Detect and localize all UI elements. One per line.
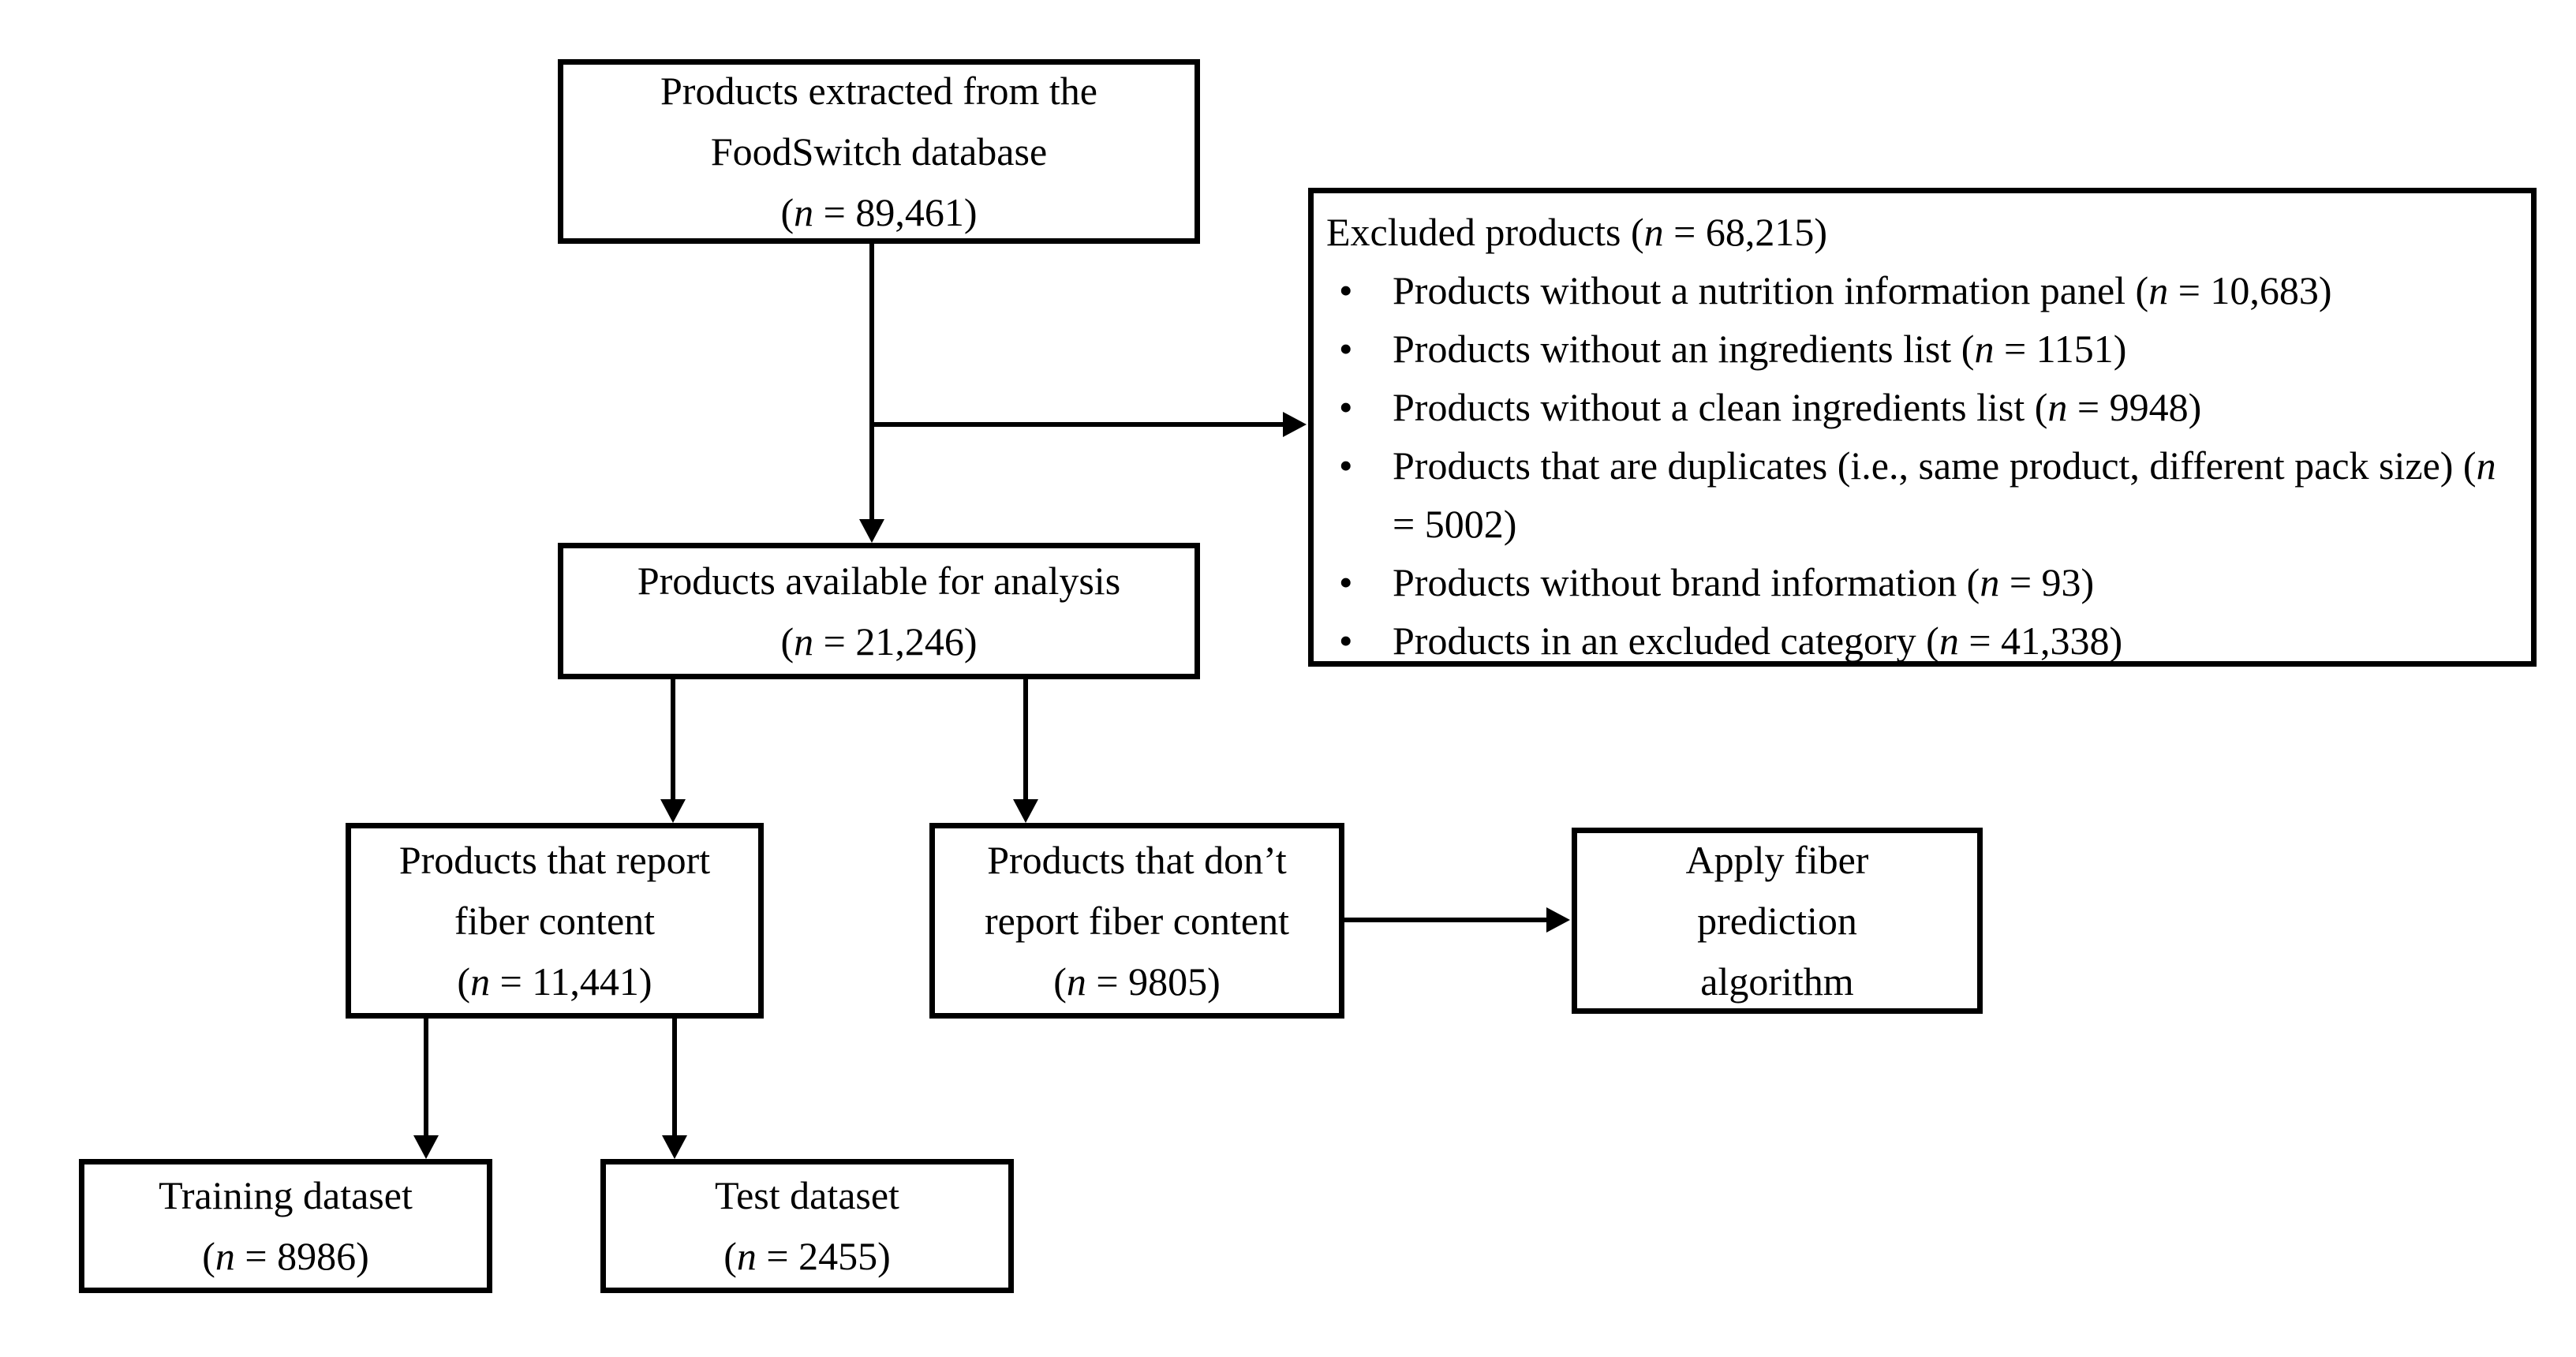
text-segment: ( (1053, 959, 1067, 1004)
arrowhead-down-icon (660, 799, 686, 823)
text-segment: = 9805) (1086, 959, 1221, 1004)
box-test-dataset: Test dataset (n = 2455) (600, 1159, 1014, 1293)
arrowhead-down-icon (1013, 799, 1038, 823)
bullet-icon: • (1339, 327, 1353, 371)
connector-noreport-to-apply (1341, 918, 1551, 922)
bullet-icon: • (1339, 385, 1353, 429)
text-segment: = 21,246) (813, 619, 978, 664)
box-label-line: Products that report (398, 837, 711, 882)
connector-extracted-to-available (869, 242, 874, 522)
text-segment: = 8986) (234, 1234, 369, 1278)
text-segment: ( (780, 619, 794, 664)
excluded-list-item: • Products without a nutrition informati… (1326, 261, 2517, 320)
box-label-line: Products that don’t (987, 837, 1287, 882)
text-segment: ( (723, 1234, 737, 1278)
text-segment: Products without a clean ingredients lis… (1393, 385, 2048, 429)
n-italic: n (215, 1234, 235, 1278)
n-italic: n (794, 619, 814, 664)
text-segment: = 10,683) (2168, 268, 2332, 312)
box-report-fiber: Products that report fiber content (n = … (346, 823, 764, 1019)
text-segment: = 5002) (1393, 502, 1517, 546)
box-n-count: (n = 2455) (723, 1226, 891, 1287)
box-products-available: Products available for analysis (n = 21,… (558, 543, 1200, 679)
text-segment: = 11,441) (490, 959, 652, 1004)
box-training-dataset: Training dataset (n = 8986) (79, 1159, 492, 1293)
box-label-line: report fiber content (985, 898, 1289, 943)
box-label-line: algorithm (1700, 959, 1854, 1004)
text-segment: Excluded products ( (1326, 210, 1644, 254)
text-segment: Products that are duplicates (i.e., same… (1393, 443, 2477, 488)
box-label-line: FoodSwitch database (710, 129, 1048, 174)
text-segment: ( (457, 959, 471, 1004)
box-label-line: Products extracted from the (660, 68, 1097, 113)
connector-to-excluded (869, 422, 1288, 427)
excluded-item-text: Products without a clean ingredients lis… (1393, 378, 2517, 436)
excluded-list-item: • Products without brand information (n … (1326, 553, 2517, 611)
excluded-item-text: Products without a nutrition information… (1393, 261, 2517, 320)
text-segment: = 1151) (1994, 327, 2127, 371)
excluded-list-item: • Products in an excluded category (n = … (1326, 611, 2517, 670)
text-segment: = 2455) (756, 1234, 891, 1278)
arrowhead-right-icon (1283, 412, 1307, 437)
connector-available-to-report (671, 677, 675, 803)
box-label-line: prediction (1697, 898, 1857, 943)
n-italic: n (736, 1234, 757, 1278)
arrowhead-down-icon (662, 1135, 687, 1159)
excluded-list-item: • Products without an ingredients list (… (1326, 320, 2517, 378)
box-n-count: (n = 9805) (1053, 951, 1221, 1012)
box-n-count: (n = 8986) (202, 1226, 369, 1287)
bullet-icon: • (1339, 560, 1353, 604)
n-italic: n (2148, 268, 2169, 312)
bullet-icon: • (1339, 619, 1353, 663)
n-italic: n (2047, 385, 2068, 429)
arrowhead-down-icon (859, 519, 884, 543)
box-n-count: (n = 89,461) (780, 182, 977, 243)
excluded-item-text: Products in an excluded category (n = 41… (1393, 611, 2517, 670)
bullet-icon: • (1339, 443, 1353, 488)
connector-available-to-noreport (1023, 677, 1028, 803)
text-segment: Products without a nutrition information… (1393, 268, 2149, 312)
box-label-line: Products available for analysis (637, 558, 1121, 603)
box-n-count: (n = 21,246) (780, 611, 977, 672)
n-italic: n (1066, 959, 1086, 1004)
n-italic: n (1939, 619, 1959, 663)
box-label-line: Training dataset (159, 1173, 413, 1217)
text-segment: Products in an excluded category ( (1393, 619, 1939, 663)
box-label-line: fiber content (454, 898, 656, 943)
text-segment: = 41,338) (1958, 619, 2123, 663)
n-italic: n (1980, 560, 2000, 604)
n-italic: n (794, 189, 814, 234)
text-segment: Products without an ingredients list ( (1393, 327, 1975, 371)
box-apply-algorithm: Apply fiber prediction algorithm (1572, 828, 1983, 1014)
n-italic: n (1643, 210, 1664, 254)
n-italic: n (470, 959, 491, 1004)
arrowhead-right-icon (1546, 907, 1570, 933)
text-segment: = 68,215) (1663, 210, 1828, 254)
excluded-item-text: Products without brand information (n = … (1393, 553, 2517, 611)
box-label-line: Test dataset (715, 1173, 899, 1217)
arrowhead-down-icon (413, 1135, 439, 1159)
connector-report-to-test (672, 1017, 677, 1139)
box-products-extracted: Products extracted from the FoodSwitch d… (558, 59, 1200, 244)
excluded-list-item: • Products without a clean ingredients l… (1326, 378, 2517, 436)
box-no-report-fiber: Products that don’t report fiber content… (929, 823, 1344, 1019)
connector-report-to-training (424, 1017, 428, 1139)
box-label-line: Apply fiber (1685, 837, 1869, 882)
excluded-list-item: • Products that are duplicates (i.e., sa… (1326, 436, 2517, 553)
box-n-count: (n = 11,441) (457, 951, 652, 1012)
text-segment: = 9948) (2067, 385, 2202, 429)
box-excluded-products: Excluded products (n = 68,215) • Product… (1308, 188, 2537, 667)
text-segment: = 89,461) (813, 189, 978, 234)
excluded-item-text: Products without an ingredients list (n … (1393, 320, 2517, 378)
text-segment: ( (780, 189, 794, 234)
bullet-icon: • (1339, 268, 1353, 312)
excluded-item-text: Products that are duplicates (i.e., same… (1393, 436, 2517, 553)
text-segment: ( (202, 1234, 215, 1278)
n-italic: n (1974, 327, 1995, 371)
text-segment: = 93) (1999, 560, 2095, 604)
excluded-title: Excluded products (n = 68,215) (1326, 203, 2517, 261)
n-italic: n (2476, 443, 2496, 488)
text-segment: Products without brand information ( (1393, 560, 1980, 604)
